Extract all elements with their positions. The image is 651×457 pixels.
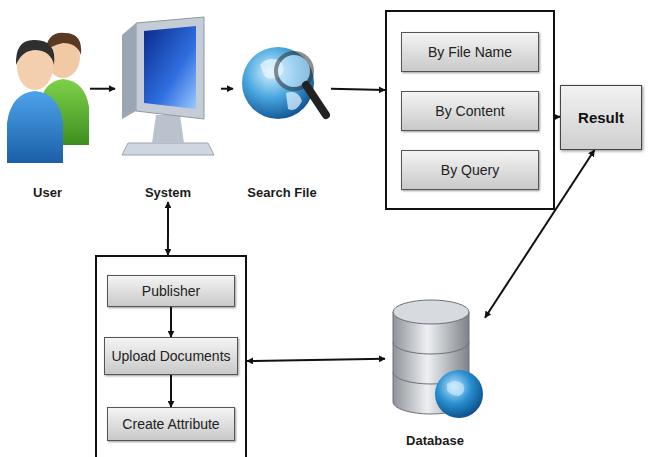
node-label: By Query	[441, 162, 499, 178]
node-label: Search File	[247, 185, 316, 202]
search-icon	[238, 15, 330, 165]
result-box: Result	[560, 85, 642, 150]
node-label: System	[145, 185, 191, 202]
arrow-connector	[170, 375, 172, 407]
node-label: Result	[578, 109, 624, 126]
node-label: Publisher	[142, 283, 200, 299]
computer-icon	[118, 15, 218, 165]
process-box: Create Attribute	[107, 407, 235, 441]
arrow-connector	[90, 88, 115, 90]
arrow-connector	[247, 359, 385, 361]
node-label: By File Name	[428, 44, 512, 60]
database-node: Database	[385, 298, 485, 450]
node-label: By Content	[435, 103, 504, 119]
node-label: Create Attribute	[122, 416, 219, 432]
process-box: Publisher	[107, 275, 235, 307]
arrow-connector	[331, 89, 385, 90]
publisher-group: PublisherUpload DocumentsCreate Attribut…	[95, 255, 247, 457]
process-box: Upload Documents	[104, 337, 238, 375]
node-label: Upload Documents	[111, 348, 230, 364]
node-label: User	[33, 185, 62, 202]
node-label: Database	[406, 433, 464, 450]
arrow-connector	[167, 202, 169, 255]
actor-node: User	[5, 10, 90, 202]
option-group: By File Name By Content By Query	[385, 10, 555, 210]
arrow-connector	[170, 307, 172, 337]
database-icon	[387, 298, 487, 426]
users-icon	[5, 15, 90, 165]
option-button: By Query	[401, 150, 539, 190]
option-button: By Content	[401, 91, 539, 131]
search-node: Search File	[233, 10, 331, 202]
arrow-connector	[221, 88, 233, 90]
option-button: By File Name	[401, 32, 539, 72]
system-node: System	[115, 10, 221, 202]
